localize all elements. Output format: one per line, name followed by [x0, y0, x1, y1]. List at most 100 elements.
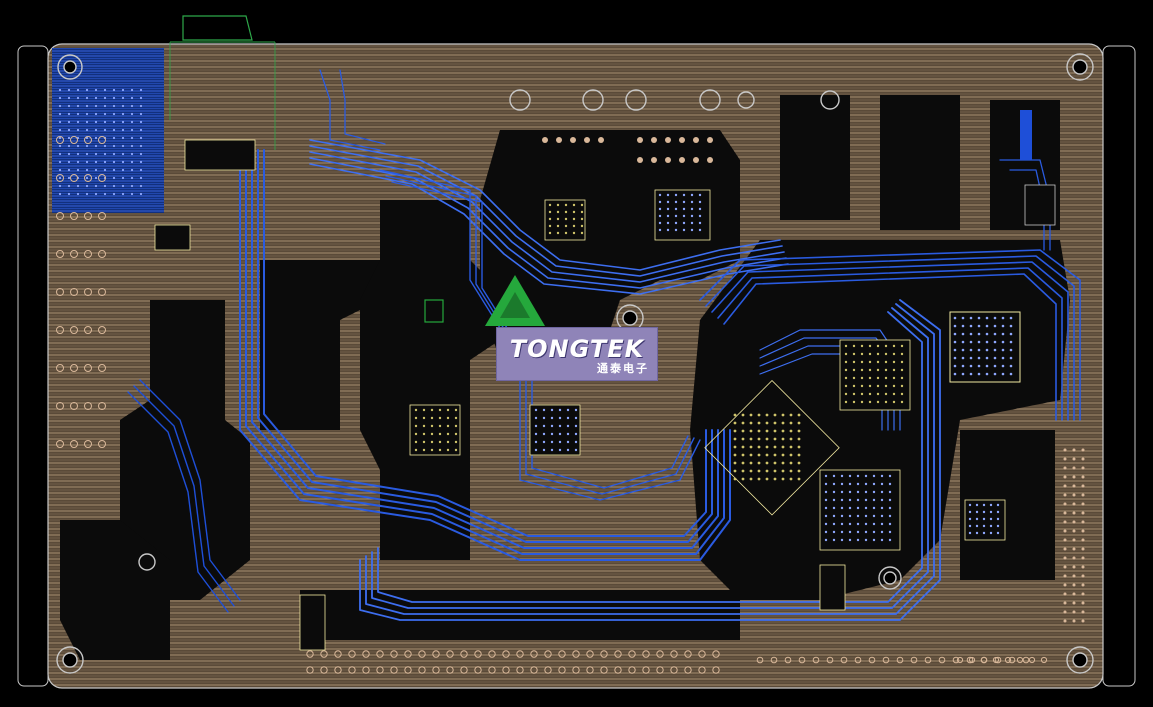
pad	[542, 448, 546, 452]
pad	[67, 128, 71, 132]
pad	[856, 490, 860, 494]
through-hole-pad	[84, 288, 92, 296]
pad	[1081, 601, 1085, 605]
through-hole-pad	[70, 288, 78, 296]
pad	[982, 531, 986, 535]
pad	[542, 416, 546, 420]
pad	[884, 376, 888, 380]
pad	[900, 376, 904, 380]
pad	[698, 207, 702, 211]
pad	[1081, 529, 1085, 533]
pad	[556, 203, 560, 207]
pad	[864, 482, 868, 486]
pad	[856, 514, 860, 518]
pad	[1081, 565, 1085, 569]
pad	[993, 316, 997, 320]
pad	[542, 432, 546, 436]
through-hole-pad	[1004, 656, 1012, 664]
pad	[76, 96, 80, 100]
through-hole-pad	[684, 666, 692, 674]
pad	[757, 445, 761, 449]
mounting-holes	[56, 53, 1094, 674]
pad	[112, 168, 116, 172]
pad	[996, 531, 1000, 535]
pad	[94, 88, 98, 92]
through-hole-pad	[558, 650, 566, 658]
pad	[690, 207, 694, 211]
pad	[1081, 556, 1085, 560]
pad	[58, 96, 62, 100]
pad	[139, 120, 143, 124]
through-hole-pad	[756, 656, 764, 664]
pad	[789, 437, 793, 441]
pad	[1081, 502, 1085, 506]
pad	[76, 128, 80, 132]
pad	[422, 408, 426, 412]
through-hole-pad	[956, 656, 964, 664]
pad	[1063, 610, 1067, 614]
pad	[773, 421, 777, 425]
pad	[674, 207, 678, 211]
pad	[832, 514, 836, 518]
pad	[85, 184, 89, 188]
through-hole-pad	[56, 326, 64, 334]
pad	[749, 429, 753, 433]
pad	[58, 168, 62, 172]
pad	[848, 514, 852, 518]
pad	[674, 214, 678, 218]
pad	[856, 482, 860, 486]
pad	[572, 224, 576, 228]
pad	[996, 510, 1000, 514]
pad	[1072, 565, 1076, 569]
pad	[1072, 502, 1076, 506]
pad	[856, 530, 860, 534]
pad	[868, 368, 872, 372]
through-hole-pad	[712, 650, 720, 658]
pad	[67, 136, 71, 140]
through-hole-pad	[614, 666, 622, 674]
pad	[892, 400, 896, 404]
pad	[765, 445, 769, 449]
pad	[832, 490, 836, 494]
pad	[864, 530, 868, 534]
pad	[548, 210, 552, 214]
pad	[438, 440, 442, 444]
pad	[548, 203, 552, 207]
through-hole-pad	[432, 666, 440, 674]
pad	[94, 128, 98, 132]
mounting-hole-icon	[138, 553, 156, 571]
through-hole-pad	[84, 364, 92, 372]
through-hole-pad	[488, 650, 496, 658]
pad	[534, 408, 538, 412]
pad	[1009, 348, 1013, 352]
left-rail	[17, 45, 49, 687]
pad	[884, 400, 888, 404]
pad	[888, 490, 892, 494]
trace-bundles	[127, 69, 1081, 621]
pad	[94, 136, 98, 140]
through-hole-pad	[70, 402, 78, 410]
right-rail	[1102, 45, 1136, 687]
pad	[130, 136, 134, 140]
pad	[121, 104, 125, 108]
pad	[797, 429, 801, 433]
pad	[112, 112, 116, 116]
pad	[58, 176, 62, 180]
pad	[852, 400, 856, 404]
pad	[996, 517, 1000, 521]
through-hole-pad	[656, 650, 664, 658]
pad	[130, 192, 134, 196]
through-hole-pad	[530, 650, 538, 658]
through-hole-pad	[348, 650, 356, 658]
through-hole-pad	[390, 650, 398, 658]
pad	[848, 482, 852, 486]
pad	[832, 538, 836, 542]
pad	[856, 498, 860, 502]
pad	[121, 152, 125, 156]
pad	[1072, 475, 1076, 479]
pad	[860, 344, 864, 348]
pad	[832, 474, 836, 478]
pad	[67, 104, 71, 108]
pad	[130, 120, 134, 124]
pad	[860, 376, 864, 380]
